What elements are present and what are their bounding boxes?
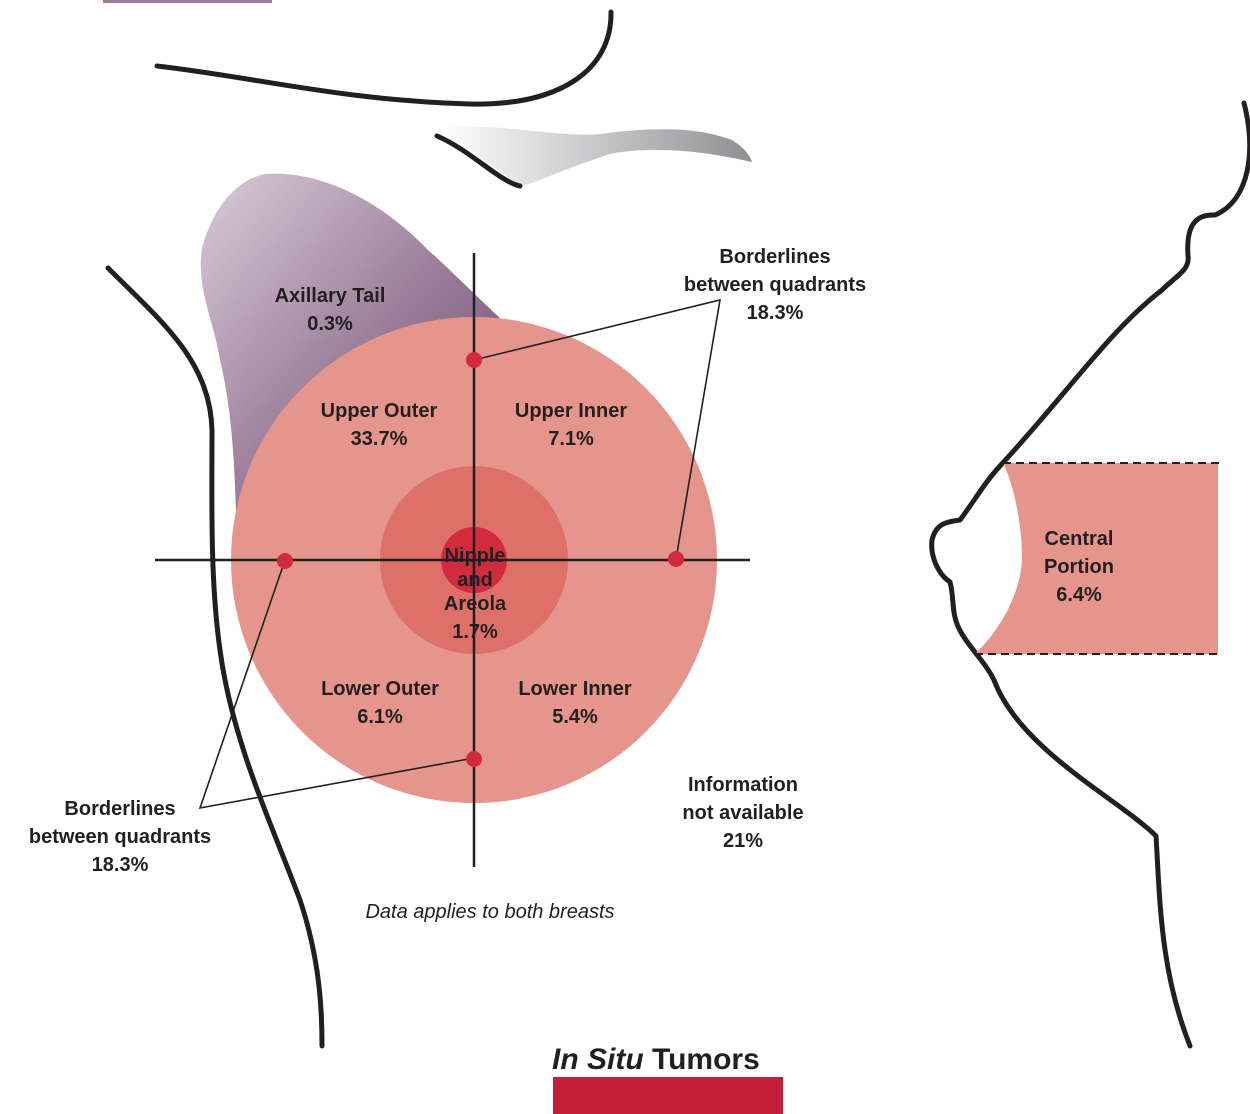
nipple-label-line1: Nipple bbox=[444, 545, 505, 567]
borderline-dot-left bbox=[277, 553, 293, 569]
nipple-label-line2: and bbox=[457, 569, 493, 591]
info-na-line1: Information bbox=[688, 774, 798, 796]
borderline-dot-right bbox=[668, 551, 684, 567]
chart-title-rest: Tumors bbox=[644, 1043, 760, 1076]
lower-inner-label: Lower Inner bbox=[518, 678, 632, 700]
borderlines-top-line2: between quadrants bbox=[684, 274, 866, 296]
lower-outer-label: Lower Outer bbox=[321, 678, 439, 700]
axillary-tail-value: 0.3% bbox=[307, 313, 353, 335]
borderline-dot-bottom bbox=[466, 751, 482, 767]
borderlines-top-value: 18.3% bbox=[747, 302, 804, 324]
axillary-tail-label: Axillary Tail bbox=[275, 285, 386, 307]
borderlines-bottom-line2: between quadrants bbox=[29, 826, 211, 848]
footnote-text: Data applies to both breasts bbox=[365, 901, 614, 923]
clavicle-shape bbox=[440, 126, 752, 186]
upper-outer-value: 33.7% bbox=[351, 428, 408, 450]
torso-left-outline bbox=[105, 265, 325, 1049]
chart-title-italic: In Situ bbox=[552, 1043, 644, 1076]
borderline-dot-top bbox=[466, 352, 482, 368]
central-label-line1: Central bbox=[1045, 528, 1114, 550]
info-na-value: 21% bbox=[723, 830, 763, 852]
clavicle-outline bbox=[434, 133, 523, 189]
shoulder-outline bbox=[154, 9, 614, 107]
nipple-label-line3: Areola bbox=[444, 593, 507, 615]
central-label-line2: Portion bbox=[1044, 556, 1114, 578]
nipple-value: 1.7% bbox=[452, 621, 498, 643]
central-portion-region bbox=[975, 463, 1218, 654]
upper-outer-label: Upper Outer bbox=[321, 400, 438, 422]
upper-inner-label: Upper Inner bbox=[515, 400, 627, 422]
borderlines-bottom-value: 18.3% bbox=[92, 854, 149, 876]
borderlines-top-line1: Borderlines bbox=[719, 246, 830, 268]
central-value: 6.4% bbox=[1056, 584, 1102, 606]
header-accent-bar bbox=[103, 0, 272, 3]
borderlines-bottom-line1: Borderlines bbox=[64, 798, 175, 820]
upper-inner-value: 7.1% bbox=[548, 428, 594, 450]
lower-outer-value: 6.1% bbox=[357, 706, 403, 728]
info-na-line2: not available bbox=[682, 802, 803, 824]
torso-profile-outline bbox=[929, 100, 1250, 1049]
chart-title: In Situ Tumors bbox=[552, 1043, 760, 1076]
title-underline-bar bbox=[553, 1077, 783, 1114]
bottom-borderline-leader bbox=[198, 559, 475, 810]
top-borderline-leader bbox=[473, 298, 721, 560]
lower-inner-value: 5.4% bbox=[552, 706, 598, 728]
